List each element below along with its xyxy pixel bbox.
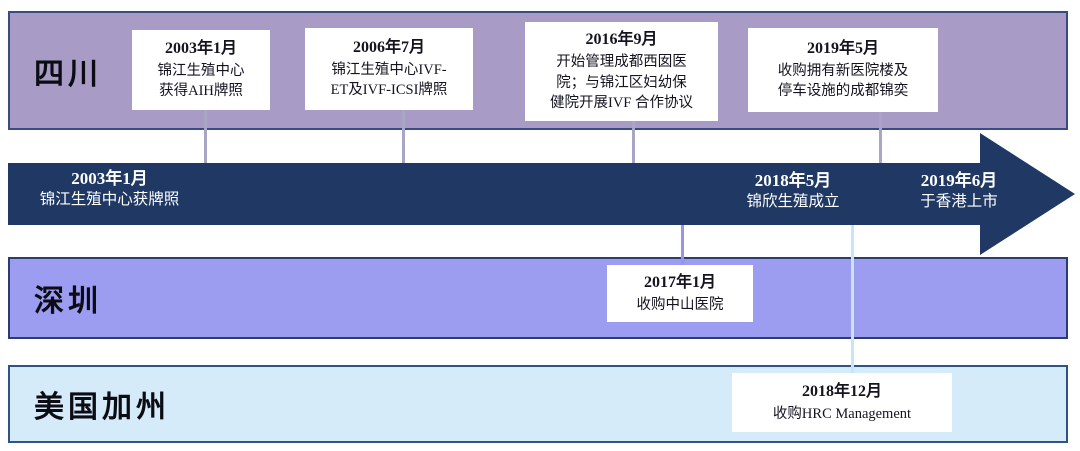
event-text: 收购拥有新医院楼及: [777, 62, 909, 79]
connector-2017-event: [681, 225, 684, 265]
event-text: 收购中山医院: [636, 296, 724, 313]
event-date: 2006年7月: [352, 39, 425, 57]
milestone-2003: 2003年1月 锦江生殖中心获牌照: [12, 168, 207, 210]
event-text: ET及IVF-ICSI牌照: [330, 82, 448, 99]
event-card-2019: 2019年5月 收购拥有新医院楼及 停车设施的成都锦奕: [748, 28, 938, 112]
connector-2019-event: [879, 112, 882, 163]
event-text: 健院开展IVF 合作协议: [550, 95, 693, 112]
timeline-arrow-shaft: [8, 163, 980, 225]
milestone-text: 于香港上市: [920, 193, 998, 211]
connector-2006-event: [402, 110, 405, 163]
event-text: 锦江生殖中心IVF-: [331, 61, 447, 78]
milestone-text: 锦欣生殖成立: [746, 193, 840, 211]
event-card-2016: 2016年9月 开始管理成都西囡医 院；与锦江区妇幼保 健院开展IVF 合作协议: [525, 22, 718, 121]
event-card-2018: 2018年12月 收购HRC Management: [732, 373, 952, 432]
event-text: 收购HRC Management: [772, 405, 912, 422]
event-text: 停车设施的成都锦奕: [777, 83, 909, 100]
event-card-2003: 2003年1月 锦江生殖中心 获得AIH牌照: [132, 30, 270, 110]
event-text: 开始管理成都西囡医: [556, 53, 687, 70]
event-date: 2003年1月: [164, 40, 237, 58]
event-text: 院；与锦江区妇幼保: [556, 74, 687, 91]
lane-label-sichuan: 四川: [34, 57, 102, 91]
event-card-2006: 2006年7月 锦江生殖中心IVF- ET及IVF-ICSI牌照: [305, 28, 473, 110]
timeline-arrow-head-icon: [980, 133, 1075, 255]
milestone-date: 2018年5月: [754, 171, 832, 190]
lane-label-california: 美国加州: [34, 391, 170, 424]
milestone-text: 锦江生殖中心获牌照: [39, 191, 180, 209]
lane-label-shenzhen: 深圳: [34, 285, 102, 318]
event-date: 2019年5月: [806, 40, 879, 58]
event-date: 2016年9月: [585, 31, 658, 49]
event-text: 获得AIH牌照: [159, 83, 243, 100]
event-date: 2018年12月: [801, 382, 882, 400]
connector-2018-event: [851, 225, 854, 373]
event-date: 2017年1月: [643, 273, 716, 291]
event-card-2017: 2017年1月 收购中山医院: [607, 265, 753, 322]
lane-shenzhen: 深圳: [8, 257, 1068, 339]
event-text: 锦江生殖中心: [157, 62, 245, 79]
connector-2003-event: [204, 110, 207, 163]
milestone-date: 2003年1月: [71, 169, 148, 188]
milestone-2018: 2018年5月 锦欣生殖成立: [713, 170, 873, 212]
connector-2016-event: [632, 120, 635, 163]
milestone-date: 2019年6月: [920, 171, 998, 190]
milestone-2019: 2019年6月 于香港上市: [884, 170, 1034, 212]
